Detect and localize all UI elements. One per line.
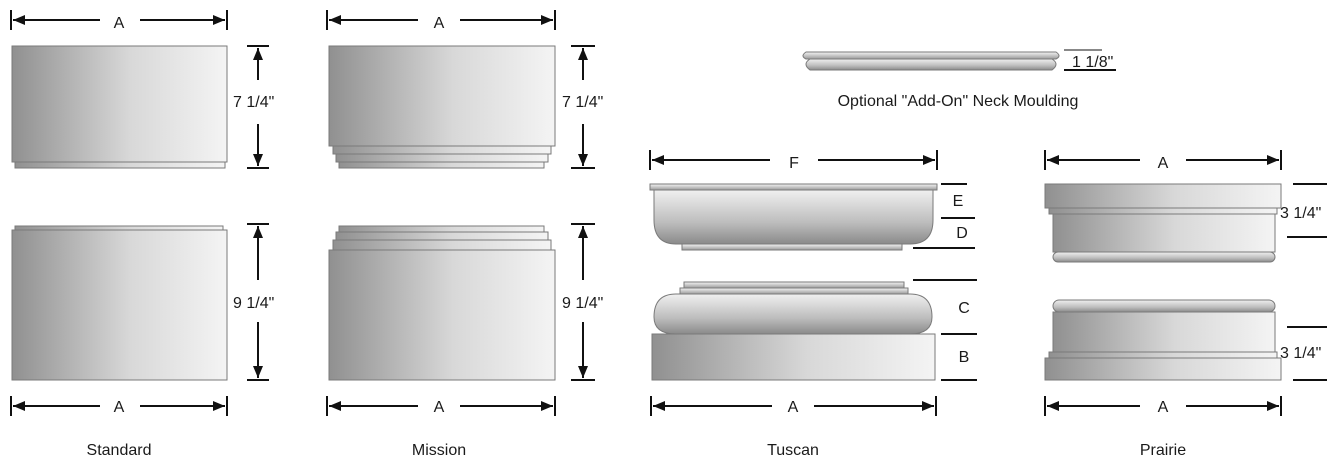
tuscan-e-label: E (953, 193, 964, 210)
prairie-bottom-width-label: A (1158, 399, 1169, 416)
tuscan-group: F E D C B (649, 150, 977, 459)
neck-moulding-group: 1 1/8" Optional "Add-On" Neck Moulding (802, 49, 1116, 110)
prairie-caption: Prairie (1140, 442, 1186, 459)
prairie-top-width-dimension: A (1044, 150, 1282, 172)
standard-bottom-width-dimension: A (10, 396, 228, 416)
standard-upper-height-label: 7 1/4" (233, 94, 274, 111)
mission-top-width-label: A (434, 15, 445, 32)
prairie-upper-height-label: 3 1/4" (1280, 205, 1321, 222)
mission-caption: Mission (412, 442, 466, 459)
mission-bottom-width-dimension: A (326, 396, 556, 416)
prairie-group: A 3 1/4" 3 1/4" (1044, 150, 1327, 459)
mission-base-upper (328, 45, 556, 169)
standard-caption: Standard (87, 442, 152, 459)
tuscan-upper-section-ticks: E D (913, 183, 975, 249)
tuscan-d-label: D (956, 225, 968, 242)
tuscan-bottom-width-label: A (788, 399, 799, 416)
standard-base-lower (11, 225, 228, 381)
tuscan-bottom-width-dimension: A (650, 396, 937, 416)
tuscan-base-lower (651, 281, 936, 381)
prairie-lower-height-label: 3 1/4" (1280, 345, 1321, 362)
tuscan-base-upper (649, 183, 938, 251)
tuscan-c-label: C (958, 300, 970, 317)
prairie-top-width-label: A (1158, 155, 1169, 172)
mission-base-lower (328, 225, 556, 381)
standard-lower-height-label: 9 1/4" (233, 295, 274, 312)
mission-upper-height-label: 7 1/4" (562, 94, 603, 111)
standard-top-width-label: A (114, 15, 125, 32)
mission-upper-height-dimension: 7 1/4" (562, 45, 603, 169)
neck-height-dimension: 1 1/8" (1064, 49, 1116, 71)
tuscan-b-label: B (959, 349, 970, 366)
standard-lower-height-dimension: 9 1/4" (233, 223, 274, 381)
standard-bottom-width-label: A (114, 399, 125, 416)
mission-group: A 7 1/4" (326, 10, 603, 459)
prairie-upper-height-dimension: 3 1/4" (1280, 183, 1327, 238)
standard-group: A 7 1/4" 9 1/4" (10, 10, 274, 459)
neck-height-label: 1 1/8" (1072, 54, 1113, 71)
neck-moulding-shape (802, 51, 1060, 71)
prairie-bottom-width-dimension: A (1044, 396, 1282, 416)
tuscan-caption: Tuscan (767, 442, 819, 459)
mission-bottom-width-label: A (434, 399, 445, 416)
tuscan-f-dimension: F (649, 150, 938, 172)
mission-lower-height-dimension: 9 1/4" (562, 223, 603, 381)
neck-moulding-caption: Optional "Add-On" Neck Moulding (838, 93, 1079, 110)
mission-top-width-dimension: A (326, 10, 556, 32)
standard-base-upper (11, 45, 228, 169)
standard-upper-height-dimension: 7 1/4" (233, 45, 274, 169)
prairie-base-upper (1044, 183, 1282, 263)
prairie-base-lower (1044, 299, 1282, 381)
standard-top-width-dimension: A (10, 10, 228, 32)
tuscan-f-label: F (789, 155, 799, 172)
tuscan-lower-section-ticks: C B (913, 279, 977, 381)
prairie-lower-height-dimension: 3 1/4" (1280, 326, 1327, 381)
mission-lower-height-label: 9 1/4" (562, 295, 603, 312)
